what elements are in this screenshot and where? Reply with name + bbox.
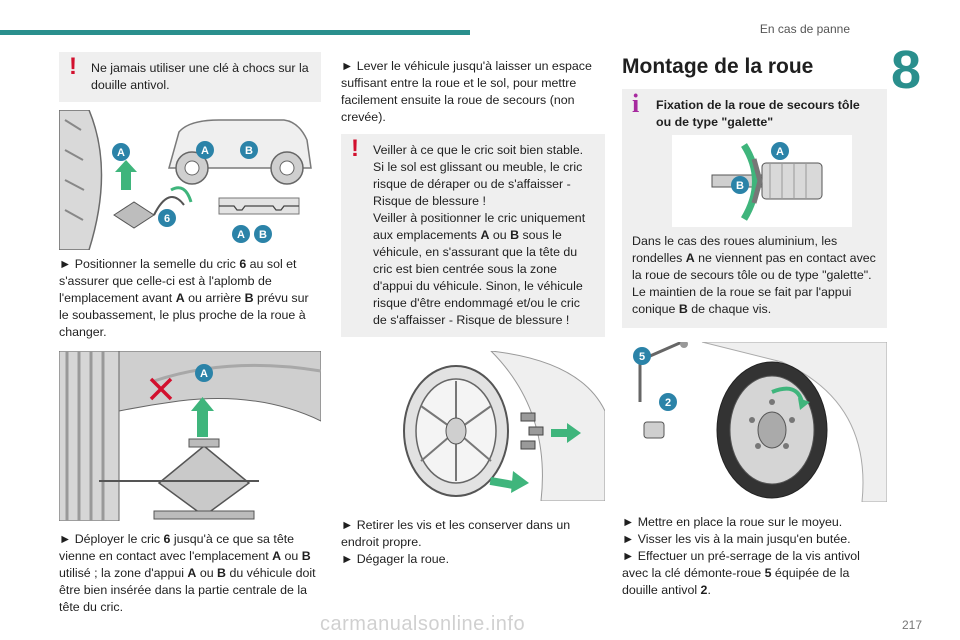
warning-text: Veiller à ce que le cric soit bien stabl… (373, 143, 586, 327)
page-number: 217 (901, 618, 922, 632)
step-retirer: ► Retirer les vis et les conserver dans … (341, 518, 571, 549)
column-2: ► Lever le véhicule jusqu'à laisser un e… (341, 52, 606, 568)
info-icon: i (632, 89, 640, 118)
step-pre-serrage: ► Effectuer un pré-serrage de la vis ant… (622, 549, 860, 597)
figure-jack-positions: A A B 6 A B (58, 109, 321, 251)
label-a: A (200, 368, 208, 380)
info-text: Dans le cas des roues aluminium, les ron… (632, 234, 876, 316)
label-b: B (736, 180, 744, 192)
column-3: Montage de la roue i Fixation de la roue… (622, 52, 888, 599)
step-deployer: ► Déployer le cric 6 jusqu'à ce que sa t… (59, 532, 316, 614)
warning-box: ! Veiller à ce que le cric soit bien sta… (341, 134, 605, 337)
label-2: 2 (665, 397, 671, 409)
warning-icon: ! (69, 53, 77, 80)
label-a: A (776, 146, 784, 158)
section-heading: Montage de la roue (622, 55, 814, 78)
label-a: A (237, 229, 245, 241)
section-title: En cas de panne (759, 22, 850, 36)
step-positionner: ► Positionner la semelle du cric 6 au so… (59, 257, 309, 339)
label-b: B (259, 229, 267, 241)
step-visser: ► Visser les vis à la main jusqu'en buté… (622, 532, 851, 546)
step-mettre-en-place: ► Mettre en place la roue sur le moyeu. (622, 515, 843, 529)
label-b: B (245, 145, 253, 157)
watermark: carmanualsonline.info (320, 613, 526, 635)
label-a: A (201, 145, 209, 157)
chapter-number: 8 (890, 40, 922, 100)
figure-mount-wheel: 5 2 (622, 340, 888, 503)
label-5: 5 (639, 351, 645, 363)
figure-spare-bolt: A B (672, 135, 877, 227)
warning-icon: ! (351, 135, 359, 162)
column-1: ! Ne jamais utiliser une clé à chocs sur… (58, 52, 322, 616)
step-lever: ► Lever le véhicule jusqu'à laisser un e… (341, 59, 592, 124)
info-box: i Fixation de la roue de secours tôle ou… (622, 89, 887, 328)
label-6: 6 (164, 213, 170, 225)
figure-remove-wheel (341, 350, 606, 502)
step-degager: ► Dégager la roue. (341, 552, 450, 566)
header-accent-bar (0, 30, 470, 35)
warning-text: Ne jamais utiliser une clé à chocs sur l… (91, 61, 309, 92)
warning-box: ! Ne jamais utiliser une clé à chocs sur… (59, 52, 321, 102)
info-title: Fixation de la roue de secours tôle ou d… (656, 98, 860, 129)
label-a: A (117, 147, 125, 159)
figure-jack-deploy: A (58, 350, 322, 522)
